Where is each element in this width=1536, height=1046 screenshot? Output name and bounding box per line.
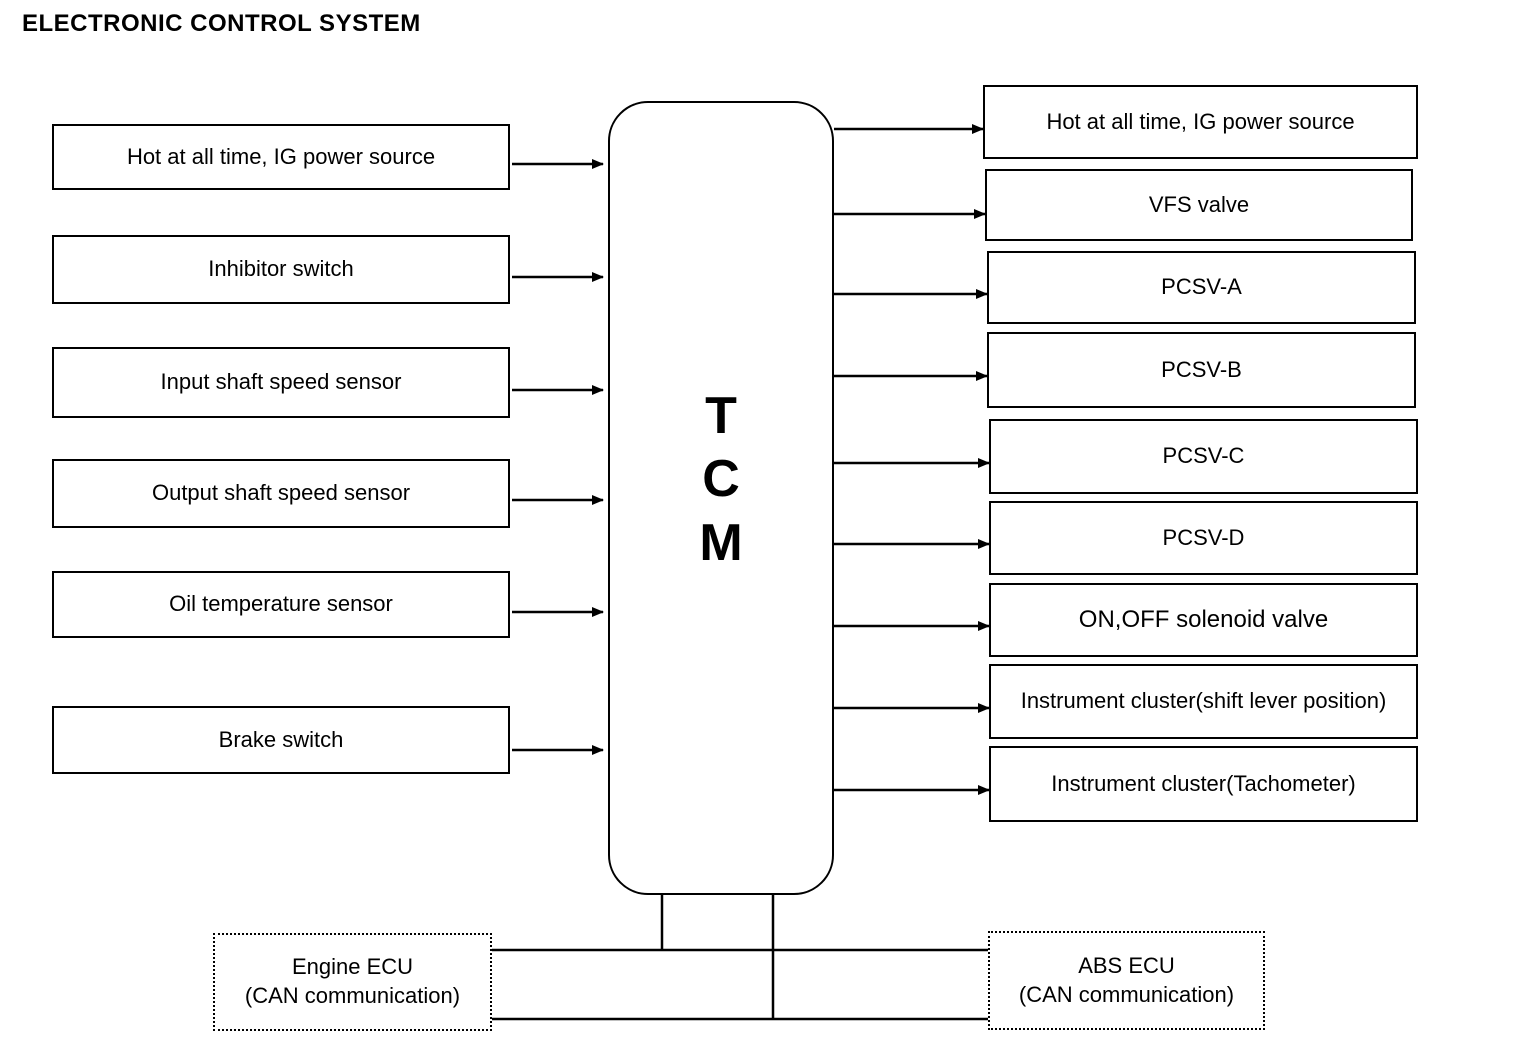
output-label: PCSV-B [1161, 356, 1242, 382]
input-label: Input shaft speed sensor [160, 369, 402, 395]
output-label: ON,OFF solenoid valve [1078, 606, 1329, 634]
tcm-letter-m: M [699, 514, 743, 572]
tcm-block: T C M [608, 101, 834, 895]
output-label: Instrument cluster(Tachometer) [1051, 770, 1356, 796]
input-label: Oil temperature sensor [169, 591, 393, 617]
input-label: Inhibitor switch [208, 256, 354, 282]
output-box-instrument-cluster-tachometer: Instrument cluster(Tachometer) [989, 746, 1418, 822]
output-arrows [834, 124, 990, 795]
output-box-instrument-cluster-shift-lever: Instrument cluster(shift lever position) [989, 664, 1418, 739]
tcm-letter-t: T [705, 387, 737, 445]
output-box-on-off-solenoid-valve: ON,OFF solenoid valve [989, 583, 1418, 657]
page-title: ELECTRONIC CONTROL SYSTEM [22, 10, 421, 37]
abs-ecu-box: ABS ECU (CAN communication) [988, 931, 1265, 1030]
abs-ecu-label: ABS ECU [1078, 952, 1175, 978]
output-label: Instrument cluster(shift lever position) [1020, 688, 1387, 714]
input-label: Hot at all time, IG power source [126, 143, 436, 169]
output-label: PCSV-C [1162, 443, 1245, 469]
output-box-power-source: Hot at all time, IG power source [983, 85, 1418, 159]
tcm-letter-c: C [702, 450, 740, 508]
abs-ecu-sublabel: (CAN communication) [1018, 981, 1235, 1007]
input-box-input-shaft-speed-sensor: Input shaft speed sensor [52, 347, 510, 418]
engine-ecu-sublabel: (CAN communication) [244, 983, 461, 1008]
output-label: VFS valve [1148, 191, 1250, 217]
output-label: Hot at all time, IG power source [1046, 108, 1355, 134]
output-label: PCSV-D [1162, 524, 1245, 550]
output-box-pcsv-c: PCSV-C [989, 419, 1418, 494]
output-box-pcsv-d: PCSV-D [989, 501, 1418, 575]
input-label: Brake switch [218, 726, 344, 752]
input-box-power-source: Hot at all time, IG power source [52, 124, 510, 190]
output-label: PCSV-A [1161, 274, 1242, 300]
input-box-oil-temperature-sensor: Oil temperature sensor [52, 571, 510, 638]
output-box-pcsv-a: PCSV-A [987, 251, 1416, 324]
output-box-vfs-valve: VFS valve [985, 169, 1413, 241]
engine-ecu-box: Engine ECU (CAN communication) [213, 933, 492, 1031]
input-box-inhibitor-switch: Inhibitor switch [52, 235, 510, 304]
output-box-pcsv-b: PCSV-B [987, 332, 1416, 408]
engine-ecu-label: Engine ECU [291, 954, 414, 980]
can-bus-lines [491, 893, 989, 1021]
input-label: Output shaft speed sensor [151, 480, 411, 506]
input-arrows [512, 159, 604, 755]
input-box-brake-switch: Brake switch [52, 706, 510, 774]
input-box-output-shaft-speed-sensor: Output shaft speed sensor [52, 459, 510, 528]
